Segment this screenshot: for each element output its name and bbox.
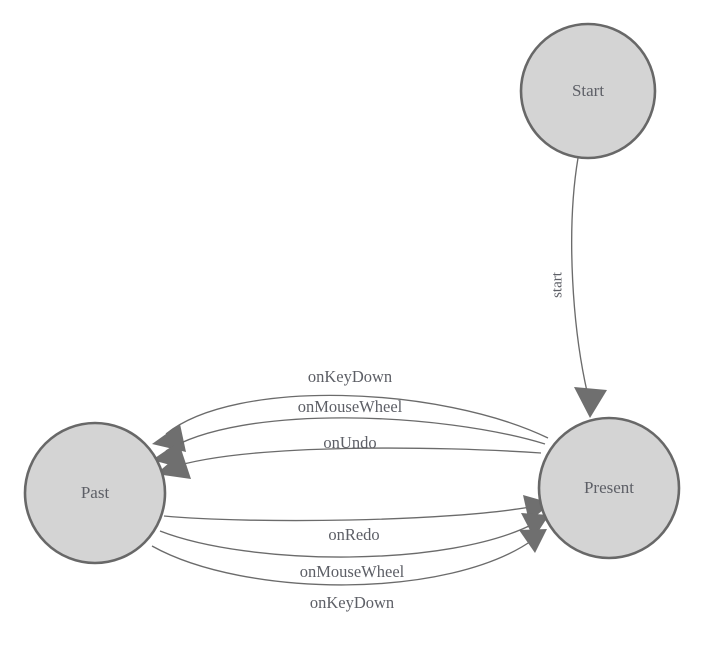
edge-path-start-present xyxy=(571,157,590,401)
edge-past-to-present-onmousewheel[interactable] xyxy=(159,513,549,558)
edge-start-to-present[interactable] xyxy=(571,157,607,418)
edge-past-to-present-onkeydown[interactable] xyxy=(151,529,547,586)
edge-past-to-present-onredo[interactable] xyxy=(163,495,551,522)
edge-present-to-past-onundo[interactable] xyxy=(156,447,542,479)
node-past-label: Past xyxy=(81,483,110,502)
node-present-label: Present xyxy=(584,478,634,497)
arrowhead-past-present-2 xyxy=(521,513,549,538)
edge-label-past-present-onredo: onRedo xyxy=(328,525,379,544)
edge-path-present-past-3 xyxy=(169,447,542,469)
arrowhead-start-present xyxy=(574,387,607,418)
node-start[interactable]: Start xyxy=(519,22,657,160)
edge-path-past-present-1 xyxy=(163,505,537,522)
edge-label-past-present-onmousewheel: onMouseWheel xyxy=(300,562,405,581)
node-present-circle xyxy=(537,416,681,560)
node-present[interactable]: Present xyxy=(537,416,681,560)
edge-label-present-past-onmousewheel: onMouseWheel xyxy=(298,397,403,416)
edge-label-past-present-onkeydown: onKeyDown xyxy=(310,593,394,612)
edge-label-present-past-onkeydown: onKeyDown xyxy=(308,367,392,386)
edge-path-past-present-3 xyxy=(151,538,535,586)
edge-path-present-past-2 xyxy=(165,417,546,452)
edge-label-start: start xyxy=(549,271,565,298)
arrowhead-present-past-3 xyxy=(156,452,191,479)
edge-path-past-present-2 xyxy=(159,522,536,558)
node-start-label: Start xyxy=(572,81,604,100)
node-past-circle xyxy=(23,421,167,565)
edge-path-present-past-1 xyxy=(165,394,549,439)
node-start-circle xyxy=(519,22,657,160)
node-past[interactable]: Past xyxy=(23,421,167,565)
arrowhead-past-present-3 xyxy=(519,529,547,553)
edge-label-present-past-onundo: onUndo xyxy=(323,433,376,452)
